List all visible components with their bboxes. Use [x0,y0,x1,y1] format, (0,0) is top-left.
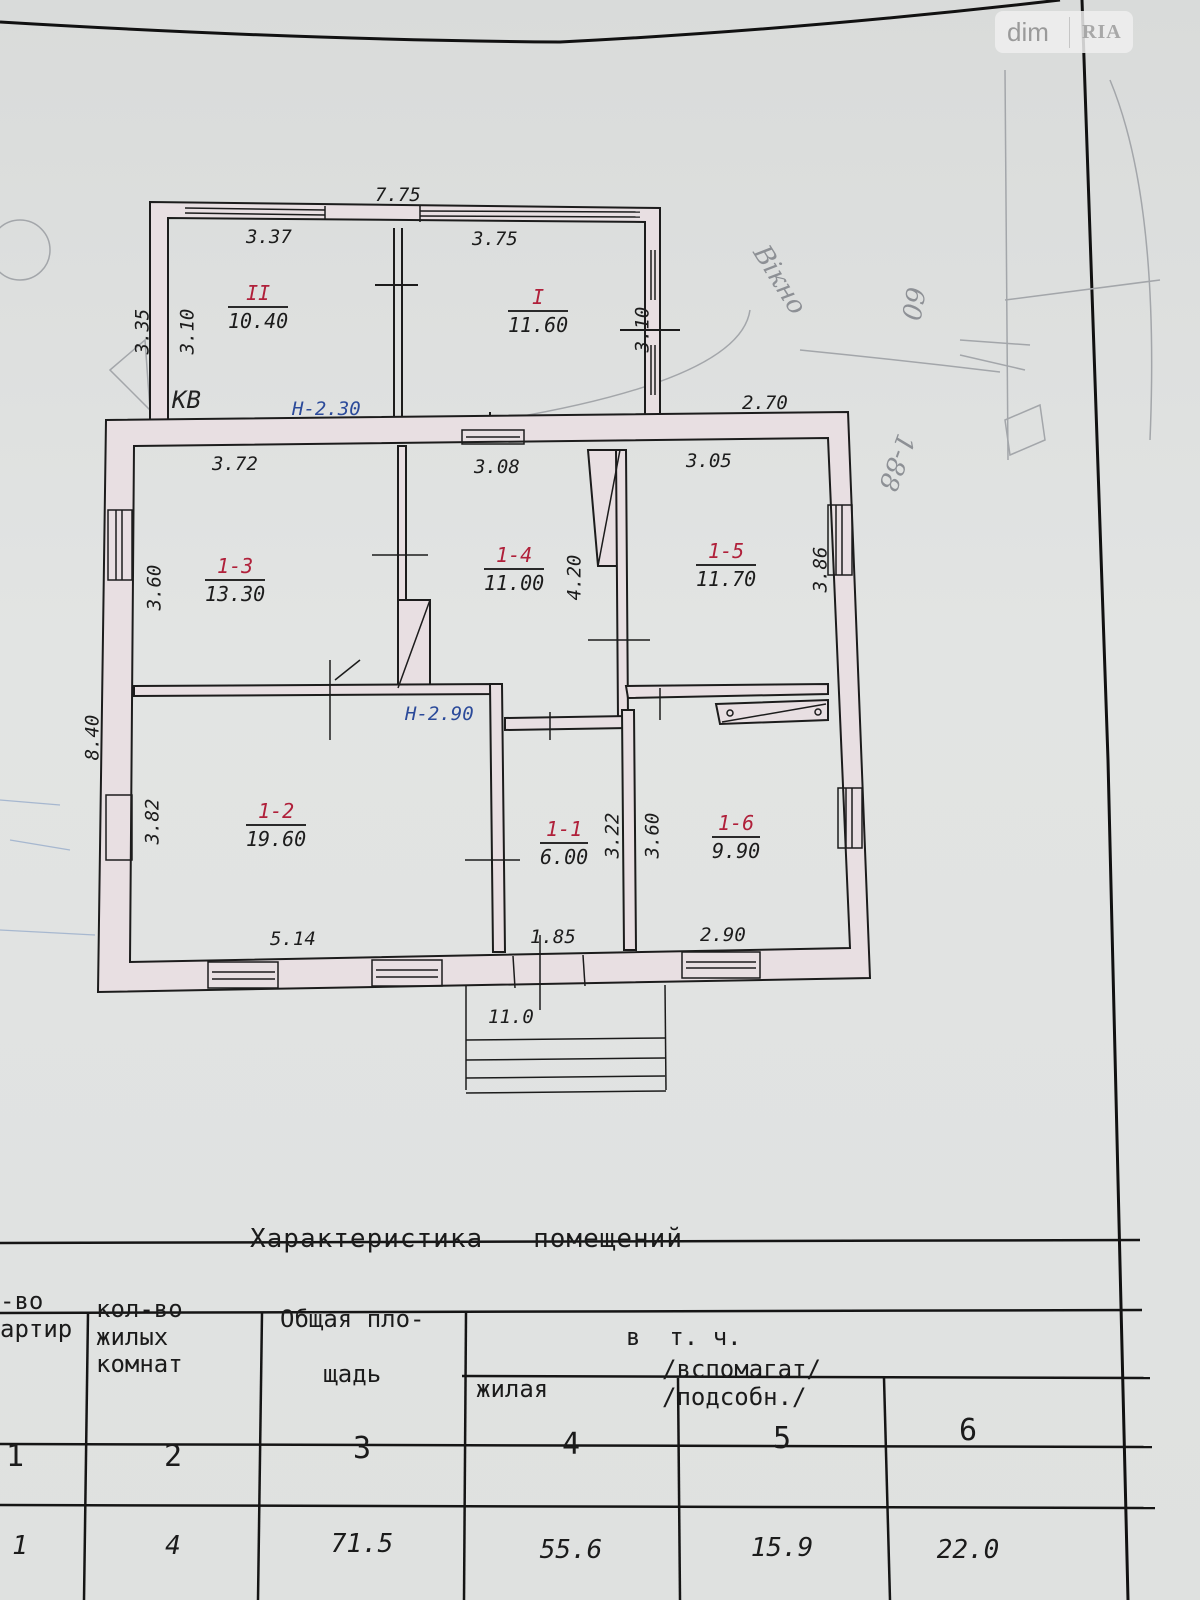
dim-room-1-6-depth: 3.60 [641,812,664,859]
header-living-area: жилая [476,1375,549,1403]
room-I-label: I 11.60 [508,285,569,337]
header-living-rooms: кол-во жилых комнат [96,1295,183,1379]
header-including: в т. ч. [626,1323,742,1351]
colnum-3: 3 [352,1431,372,1466]
corner-mark-kb: KB [172,386,201,414]
dim-overall-width: 11.0 [488,1006,534,1028]
value-total-area: 71.5 [330,1529,394,1559]
room-1-6-label: 1-6 9.90 [712,811,761,863]
value-col6: 22.0 [936,1535,1000,1565]
value-living-area: 55.6 [539,1535,603,1565]
dim-room-1-4-width: 3.08 [474,456,520,478]
room-1-1-label: 1-1 6.00 [540,817,589,869]
dim-annex-depth: 3.35 [131,308,154,355]
dim-top-right-offset: 2.70 [742,392,788,414]
dim-room-1-1-width: 1.85 [530,926,576,948]
room-1-3-label: 1-3 13.30 [205,554,266,606]
room-II-label: II 10.40 [228,281,289,333]
header-total-area: Общая пло- щадь [280,1305,425,1389]
dim-room-1-3-depth: 3.60 [143,564,166,611]
dim-room-1-3-width: 3.72 [212,453,258,475]
colnum-5: 5 [772,1421,792,1456]
colnum-6: 6 [958,1413,978,1448]
dim-room-1-5-width: 3.05 [686,450,732,472]
value-living-rooms: 4 [165,1531,181,1561]
colnum-4: 4 [561,1427,581,1462]
value-apartments: 1 [12,1531,28,1561]
room-1-5-label: 1-5 11.70 [696,539,757,591]
watermark-dim: dim [995,16,1070,48]
dim-overall-depth: 8.40 [81,714,104,761]
dim-room-1-1-depth: 3.22 [601,812,624,859]
dim-annex-right: 3.10 [631,306,654,353]
header-auxiliary-area: /вспомагат/ /подсобн./ [662,1355,821,1411]
pencil-note-60: 60 [894,284,930,323]
colnum-1: 1 [5,1439,25,1474]
dim-room-1-5-depth: 3.86 [809,546,832,593]
room-1-2-label: 1-2 19.60 [246,799,307,851]
room-1-4-label: 1-4 11.00 [484,543,545,595]
dim-room-I-width: 3.75 [472,228,518,250]
dim-room-1-6-width: 2.90 [700,924,746,946]
dim-room-II-width: 3.37 [246,226,292,248]
annex-ceiling-height: H-2.30 [292,398,361,420]
colnum-2: 2 [163,1439,183,1474]
value-auxiliary-area: 15.9 [750,1533,814,1563]
dimria-watermark: dim RIA [995,11,1133,53]
dim-room-1-4-depth: 4.20 [563,554,586,601]
main-ceiling-height: H-2.90 [405,703,474,725]
dim-annex-width: 7.75 [375,184,421,206]
table-title: Характеристика помещений [250,1224,683,1254]
dim-room-1-2-depth: 3.82 [141,798,164,845]
dim-annex-left: 3.10 [176,308,199,355]
dim-room-1-2-width: 5.14 [270,928,316,950]
watermark-ria: RIA [1082,20,1122,43]
header-apartments: -во артир [0,1287,73,1343]
